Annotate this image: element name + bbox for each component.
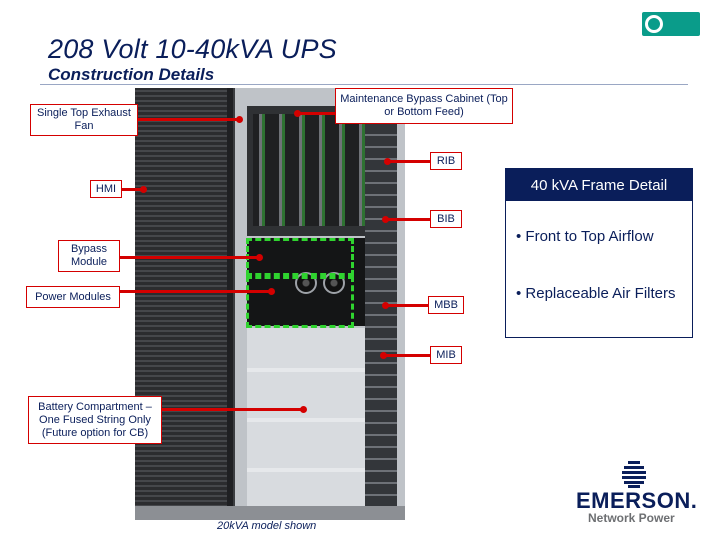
cabinet-door <box>135 88 231 520</box>
title-rule <box>40 84 688 85</box>
frame-detail-heading: 40 kVA Frame Detail <box>506 169 692 201</box>
callout-maintenance-bypass-cabinet: Maintenance Bypass Cabinet (Top or Botto… <box>335 88 513 124</box>
callout-bypass-module: Bypass Module <box>58 240 120 272</box>
frame-detail-panel: 40 kVA Frame Detail • Front to Top Airfl… <box>505 168 693 338</box>
callout-battery-compartment: Battery Compartment – One Fused String O… <box>28 396 162 444</box>
callout-bib: BIB <box>430 210 462 228</box>
frame-detail-bullet: • Front to Top Airflow <box>516 228 654 245</box>
callout-hmi: HMI <box>90 180 122 198</box>
callout-mbb: MBB <box>428 296 464 314</box>
callout-single-top-exhaust-fan: Single Top Exhaust Fan <box>30 104 138 136</box>
brand-name: EMERSON. <box>576 488 698 513</box>
photo-caption: 20kVA model shown <box>217 520 317 532</box>
page-title: 208 Volt 10-40kVA UPS <box>48 34 337 64</box>
brand-subtitle: Network Power <box>588 511 675 525</box>
callout-rib: RIB <box>430 152 462 170</box>
page-subtitle: Construction Details <box>48 65 215 84</box>
emerson-logo-icon <box>622 461 646 488</box>
emerson-badge-icon <box>642 12 700 36</box>
callout-power-modules: Power Modules <box>26 286 120 308</box>
ups-photo <box>135 88 405 520</box>
frame-detail-bullet: • Replaceable Air Filters <box>516 285 676 302</box>
callout-mib: MIB <box>430 346 462 364</box>
power-modules-highlight <box>246 276 354 328</box>
